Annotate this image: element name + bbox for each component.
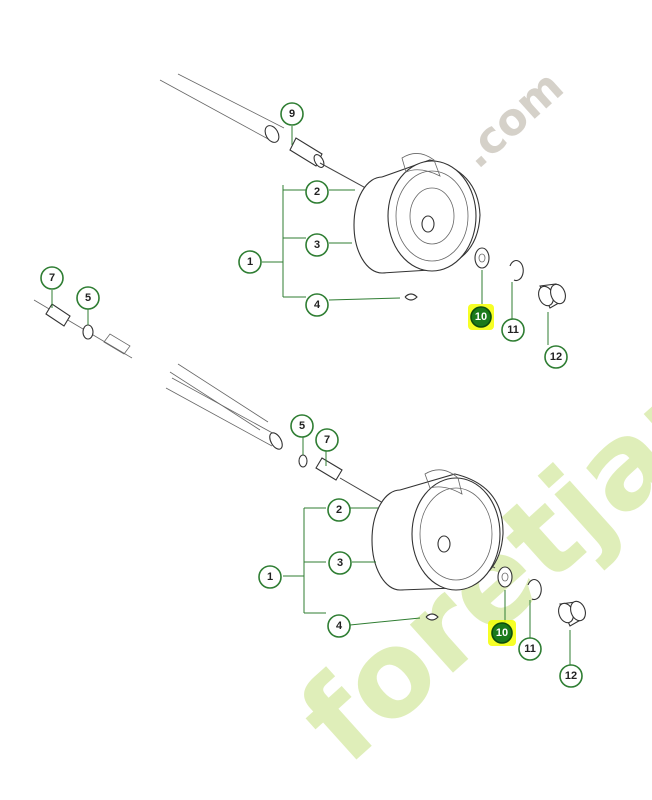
bottom-callout-5: 5: [290, 414, 314, 438]
svg-text:2: 2: [336, 504, 342, 516]
bottom-frame-tube: [165, 377, 279, 447]
bottom-wheel: [371, 469, 504, 591]
svg-text:12: 12: [550, 351, 562, 363]
top-callout-11: 11: [501, 318, 525, 342]
bottom-callout-10: 10: [491, 622, 513, 644]
bottom-washer-10: [497, 566, 513, 588]
svg-text:5: 5: [85, 292, 91, 304]
top-assembly: [33, 73, 566, 431]
top-callout-1: 1: [238, 250, 262, 274]
bottom-callout-2: 2: [327, 498, 351, 522]
top-callout-5: 5: [76, 286, 100, 310]
bottom-callout-11: 11: [518, 637, 542, 661]
top-wheel: [353, 153, 481, 274]
bottom-callout-1: 1: [258, 565, 282, 589]
bottom-assembly: [165, 377, 586, 665]
svg-text:3: 3: [314, 239, 320, 251]
svg-text:11: 11: [507, 324, 519, 336]
top-callout-3: 3: [305, 233, 329, 257]
top-callouts: 9 2 3 1 4 10 11 12 7 5: [40, 102, 568, 369]
svg-text:9: 9: [289, 108, 295, 120]
top-callout-12: 12: [544, 345, 568, 369]
watermark-suffix-text: .com: [451, 61, 573, 178]
top-callout-4: 4: [305, 293, 329, 317]
top-frame-tube: [159, 73, 285, 141]
svg-text:4: 4: [314, 299, 321, 311]
bottom-callout-3: 3: [328, 551, 352, 575]
top-callout-10: 10: [470, 306, 492, 328]
top-clip-11: [509, 260, 524, 282]
svg-text:2: 2: [314, 186, 320, 198]
svg-text:11: 11: [524, 643, 536, 655]
bottom-clip-11: [527, 579, 542, 601]
bottom-callout-7: 7: [315, 428, 339, 452]
bottom-washer-5: [298, 454, 308, 468]
bottom-callouts: 5 7 2 3 1 4 10 11 12: [258, 414, 583, 688]
svg-text:3: 3: [337, 557, 343, 569]
bottom-spring-clip-4: [425, 613, 439, 621]
top-callout-9: 9: [280, 102, 304, 126]
watermark: foretjardin .com: [274, 61, 652, 789]
svg-text:12: 12: [565, 670, 577, 682]
svg-text:10: 10: [496, 627, 508, 639]
svg-text:1: 1: [247, 256, 253, 268]
top-washer-5: [82, 324, 94, 340]
svg-text:10: 10: [475, 311, 487, 323]
top-callout-7: 7: [40, 266, 64, 290]
bottom-callout-12: 12: [559, 664, 583, 688]
svg-text:5: 5: [299, 420, 305, 432]
top-washer-10: [474, 247, 490, 269]
svg-text:1: 1: [267, 571, 273, 583]
top-bushing-7: [45, 303, 71, 327]
svg-text:7: 7: [324, 434, 330, 446]
svg-text:4: 4: [336, 620, 343, 632]
top-callout-2: 2: [305, 180, 329, 204]
svg-text:7: 7: [49, 272, 55, 284]
bottom-callout-4: 4: [327, 614, 351, 638]
top-spring-clip-4: [404, 293, 418, 301]
bottom-bushing-7: [315, 457, 343, 481]
